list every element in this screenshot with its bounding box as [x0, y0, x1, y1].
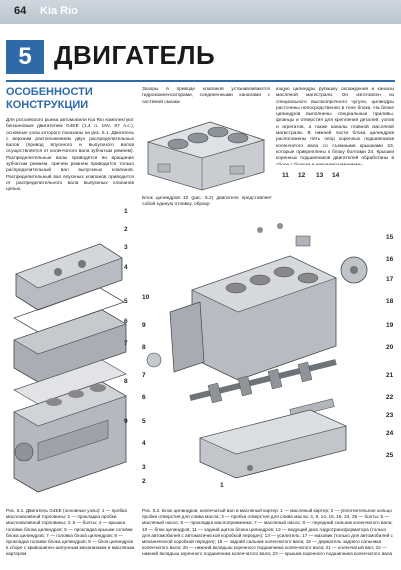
- engine-exploded-figure: [13, 243, 127, 493]
- fig2-callout-19: 19: [386, 322, 394, 329]
- page-header: 64 Kia Rio: [0, 0, 401, 24]
- fig2-caption: Рис. 5.2. Блок цилиндров, коленчатый вал…: [142, 508, 393, 557]
- fig1-callout-1: 1: [124, 208, 128, 215]
- fig2-callout-14: 14: [332, 172, 340, 179]
- fig1-callout-5: 5: [124, 298, 128, 305]
- fig2-callout-9: 9: [142, 322, 146, 329]
- fig2-callout-3: 3: [142, 464, 146, 471]
- fig2-callout-25: 25: [386, 452, 394, 459]
- fig2-callout-16: 16: [386, 256, 394, 263]
- fig1-callout-8: 8: [124, 378, 128, 385]
- fig2-callout-2: 2: [142, 478, 146, 485]
- intro-text: Для российского рынка автомобили Kia Rio…: [6, 118, 134, 193]
- chapter-title: ДВИГАТЕЛЬ: [54, 40, 216, 70]
- fig2-callout-11: 11: [282, 172, 289, 179]
- fig2-callout-12: 12: [298, 172, 306, 179]
- fig1-callout-7: 7: [124, 340, 128, 347]
- fig2-callout-1: 1: [220, 482, 224, 489]
- gap-text: Зазоры в приводе клапанов устанавливаютс…: [142, 87, 270, 105]
- fig2-callout-22: 22: [386, 394, 394, 401]
- fig2-callout-17: 17: [386, 276, 394, 283]
- fig2-callout-8: 8: [142, 344, 146, 351]
- fig1-callout-6: 6: [124, 318, 128, 325]
- title-rule: [6, 80, 395, 82]
- fig2-callout-13: 13: [316, 172, 324, 179]
- fig2-callout-21: 21: [386, 372, 394, 379]
- block-caption: Блок цилиндров 10 (рис. 5.2) двигателя п…: [142, 196, 272, 208]
- fig1-callout-9: 9: [124, 418, 128, 425]
- fig1-caption: Рис. 5.1. Двигатель G4EE (основные узлы)…: [6, 508, 135, 557]
- fig2-callout-20: 20: [386, 344, 394, 351]
- fig1-callout-4: 4: [124, 264, 128, 271]
- fig2-callout-24: 24: [386, 430, 394, 437]
- section-heading: ОСОБЕННОСТИ КОНСТРУКЦИИ: [6, 86, 93, 111]
- model-name: Kia Rio: [40, 5, 78, 17]
- chapter-number: 5: [6, 40, 44, 74]
- fig1-callout-2: 2: [124, 226, 128, 233]
- fig2-callout-10: 10: [142, 294, 150, 301]
- fig2-callout-18: 18: [386, 298, 394, 305]
- fig2-callout-5: 5: [142, 418, 146, 425]
- block-description-text: ющую цилиндры рубашку охлаждения и канал…: [276, 87, 394, 165]
- block-crankshaft-figure: [146, 223, 368, 479]
- fig2-callout-23: 23: [386, 412, 394, 419]
- page-number: 64: [14, 5, 27, 17]
- cylinder-block-image: [146, 121, 266, 191]
- fig2-callout-4: 4: [142, 440, 146, 447]
- fig2-callout-7: 7: [142, 372, 146, 379]
- fig2-callout-6: 6: [142, 394, 146, 401]
- fig1-callout-3: 3: [124, 244, 128, 251]
- fig2-callout-15: 15: [386, 234, 394, 241]
